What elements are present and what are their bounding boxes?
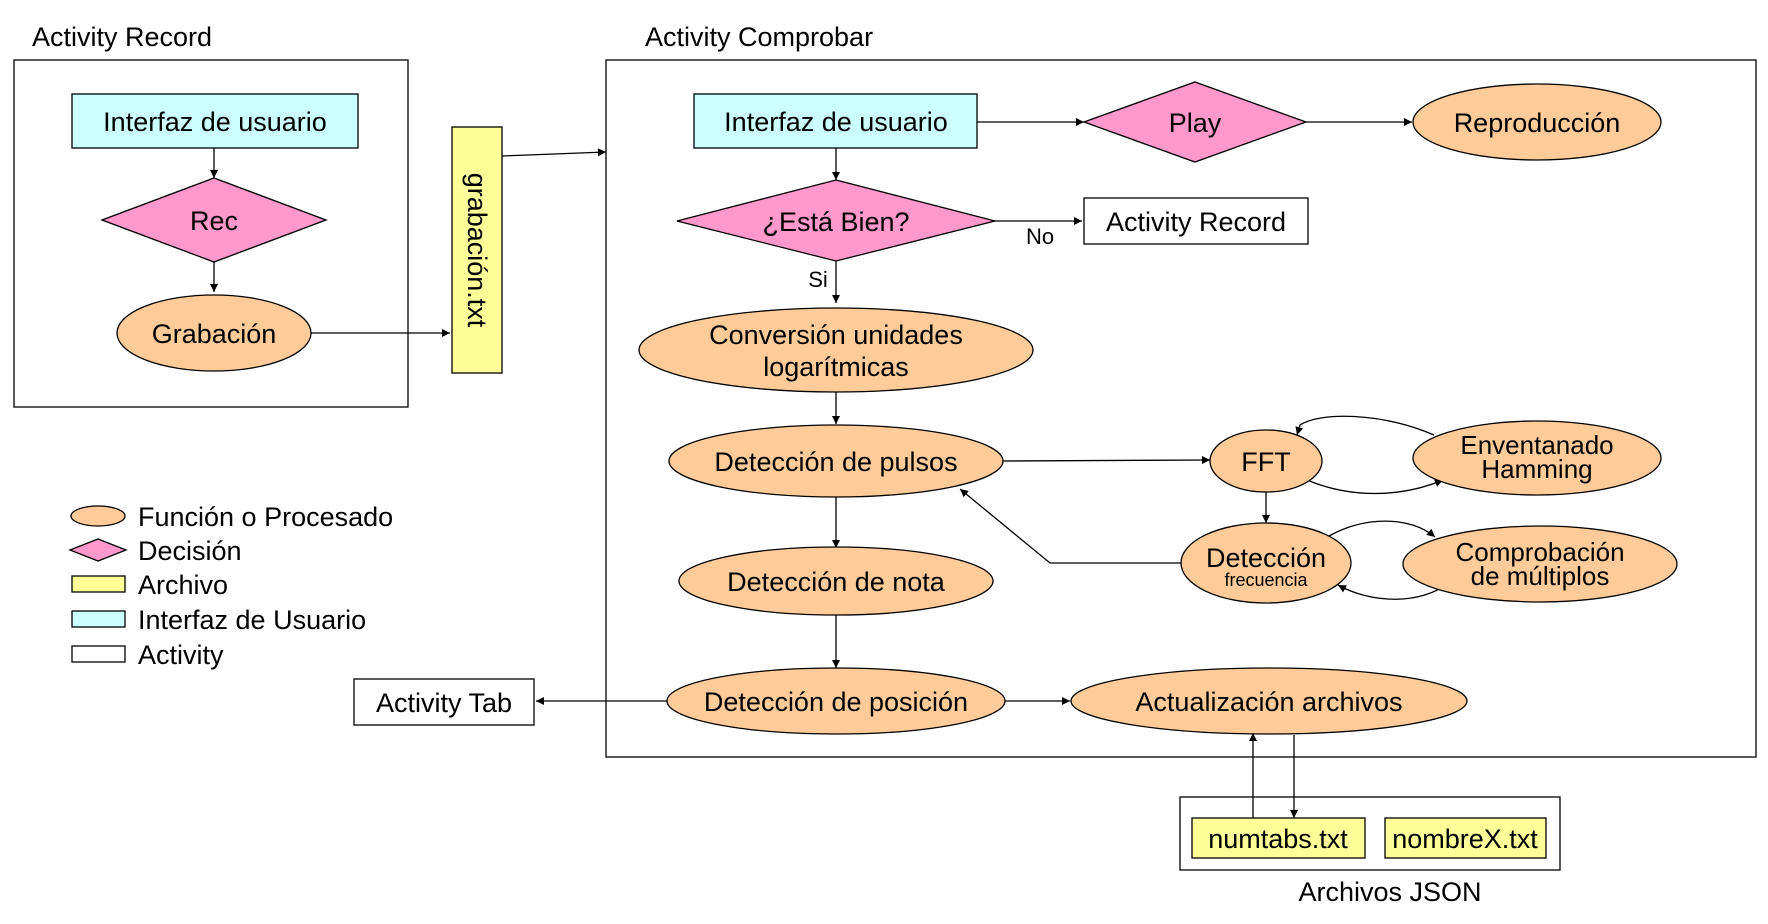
nombrex-file-label: nombreX.txt	[1392, 824, 1538, 854]
comprobacion-label-2: de múltiplos	[1471, 561, 1610, 591]
legend-activity-label: Activity	[138, 640, 224, 670]
reproduccion-process-label: Reproducción	[1454, 108, 1621, 138]
activity-record-title: Activity Record	[32, 22, 212, 52]
deteccion-frecuencia-label-2: frecuencia	[1224, 570, 1308, 590]
grabacion-file-label: grabación.txt	[462, 173, 492, 328]
legend-file-swatch	[71, 575, 126, 593]
numtabs-file	[1191, 817, 1366, 859]
deteccion-nota-process	[678, 546, 994, 616]
legend-ui-swatch	[71, 610, 126, 628]
conversion-process-label-2: logarítmicas	[763, 352, 909, 382]
legend-process-swatch	[70, 505, 126, 527]
fft-process-label: FFT	[1241, 447, 1290, 477]
activity-record-box	[1083, 197, 1309, 245]
record-ui-label: Interfaz de usuario	[103, 107, 327, 137]
comprobar-ui-box	[693, 93, 978, 149]
conversion-process	[638, 307, 1034, 393]
deteccion-frecuencia-label-1: Detección	[1206, 543, 1326, 573]
grabacion-process-label: Grabación	[152, 319, 277, 349]
legend: Función o Procesado Decisión Archivo Int…	[68, 502, 393, 670]
conversion-process-label-1: Conversión unidades	[709, 320, 963, 350]
play-decision-label: Play	[1169, 108, 1222, 138]
nombrex-file	[1384, 817, 1547, 859]
enventanado-label-2: Hamming	[1481, 454, 1592, 484]
actualizacion-process	[1070, 667, 1468, 735]
rec-decision	[100, 177, 328, 263]
grabacion-file	[451, 126, 503, 374]
enventanado-label-1: Enventanado	[1460, 430, 1613, 460]
deteccion-pulsos-process	[668, 424, 1004, 498]
legend-process-label: Función o Procesado	[138, 502, 393, 532]
legend-decision-swatch	[68, 538, 128, 562]
fft-process	[1209, 429, 1323, 493]
grabacion-process	[116, 294, 312, 372]
deteccion-posicion-process	[666, 667, 1006, 735]
deteccion-pulsos-label: Detección de pulsos	[714, 447, 957, 477]
esta-bien-decision	[676, 179, 996, 262]
activity-tab-box	[353, 678, 535, 726]
enventanado-process	[1412, 420, 1662, 496]
record-ui-box	[71, 93, 359, 149]
reproduccion-process	[1412, 83, 1662, 161]
comprobacion-label-1: Comprobación	[1455, 537, 1624, 567]
activity-tab-label: Activity Tab	[376, 688, 512, 718]
legend-decision-label: Decisión	[138, 536, 242, 566]
json-files-caption: Archivos JSON	[1298, 877, 1481, 907]
rec-decision-label: Rec	[190, 206, 238, 236]
activity-record-box-label: Activity Record	[1106, 207, 1286, 237]
deteccion-frecuencia-process	[1180, 522, 1352, 604]
esta-bien-decision-label: ¿Está Bien?	[762, 207, 909, 237]
json-files-frame	[1179, 796, 1561, 871]
deteccion-nota-label: Detección de nota	[727, 567, 946, 597]
actualizacion-label: Actualización archivos	[1135, 687, 1402, 717]
legend-file-label: Archivo	[138, 570, 228, 600]
connectors	[210, 118, 1451, 818]
legend-activity-swatch	[71, 645, 126, 663]
deteccion-posicion-label: Detección de posición	[704, 687, 968, 717]
comprobar-ui-label: Interfaz de usuario	[724, 107, 948, 137]
activity-record-frame	[13, 59, 409, 408]
activity-comprobar-title: Activity Comprobar	[645, 22, 873, 52]
no-branch-label: No	[1026, 224, 1054, 249]
play-decision	[1082, 81, 1308, 163]
legend-ui-label: Interfaz de Usuario	[138, 605, 366, 635]
si-branch-label: Si	[808, 267, 828, 292]
comprobacion-process	[1402, 525, 1678, 603]
activity-comprobar-frame	[605, 59, 1757, 758]
numtabs-file-label: numtabs.txt	[1208, 824, 1348, 854]
